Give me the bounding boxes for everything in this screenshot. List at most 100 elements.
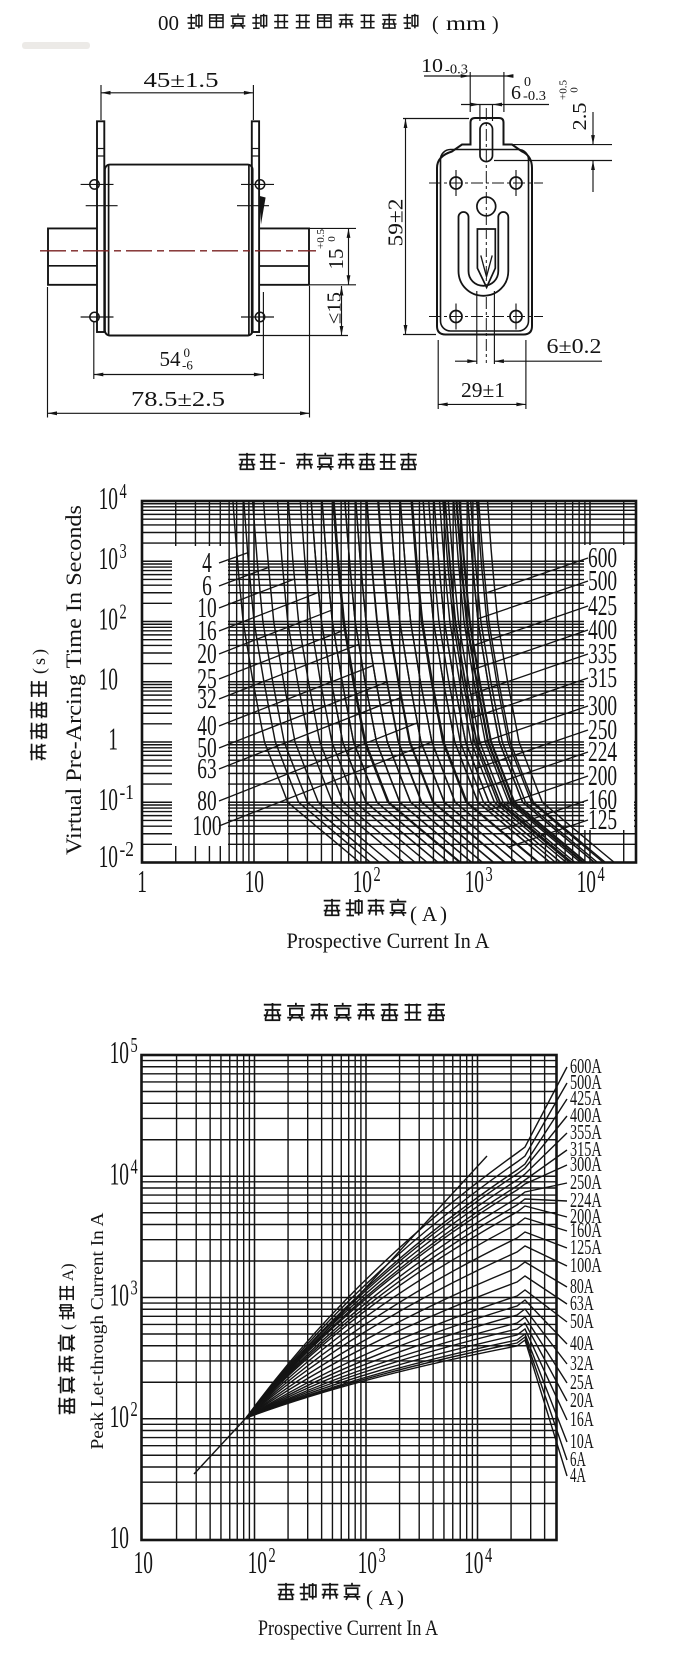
svg-text:A: A <box>60 1269 77 1281</box>
svg-text:2.5: 2.5 <box>569 103 591 131</box>
svg-text:160A: 160A <box>570 1218 602 1242</box>
svg-text:40A: 40A <box>570 1331 594 1355</box>
svg-text:40: 40 <box>197 710 216 742</box>
svg-text:s: s <box>29 658 49 665</box>
svg-text:63A: 63A <box>570 1291 594 1315</box>
svg-text:425A: 425A <box>570 1086 602 1110</box>
svg-text:20A: 20A <box>570 1388 594 1412</box>
svg-text:1: 1 <box>137 863 147 899</box>
svg-text:315: 315 <box>588 662 617 694</box>
svg-text:300: 300 <box>588 690 617 722</box>
svg-text:10: 10 <box>99 480 118 516</box>
svg-text:0: 0 <box>524 75 531 90</box>
svg-text:A: A <box>422 902 438 926</box>
svg-text:(: ( <box>58 1324 77 1330</box>
svg-text:224A: 224A <box>570 1188 602 1212</box>
svg-text:10: 10 <box>245 863 264 899</box>
svg-text:2: 2 <box>131 1397 138 1421</box>
svg-text:25: 25 <box>197 663 216 695</box>
svg-text:10: 10 <box>197 592 216 624</box>
svg-text:32: 32 <box>197 683 216 715</box>
svg-text:6±0.2: 6±0.2 <box>547 334 602 358</box>
svg-text:32A: 32A <box>570 1351 594 1375</box>
svg-text:10: 10 <box>421 55 443 77</box>
svg-text:6: 6 <box>511 82 521 104</box>
svg-text:6A: 6A <box>570 1447 586 1471</box>
svg-text:500: 500 <box>588 565 617 597</box>
svg-text:+0.5: +0.5 <box>315 229 327 249</box>
svg-text:500A: 500A <box>570 1070 602 1094</box>
svg-text:6: 6 <box>202 570 212 602</box>
svg-text:A: A <box>379 1586 395 1610</box>
svg-text:10: 10 <box>464 1544 483 1580</box>
svg-text:250: 250 <box>588 714 617 746</box>
svg-text:Prospective Current In A: Prospective Current In A <box>258 1615 438 1640</box>
svg-text:-0.3: -0.3 <box>445 63 468 78</box>
svg-text:0: 0 <box>326 236 338 242</box>
svg-text:10: 10 <box>358 1544 377 1580</box>
svg-text:10: 10 <box>99 661 118 697</box>
svg-text:3: 3 <box>379 1543 386 1567</box>
svg-text:1: 1 <box>108 721 118 757</box>
svg-text:00: 00 <box>158 11 179 35</box>
svg-text:4: 4 <box>485 1543 493 1567</box>
svg-text:50: 50 <box>197 732 216 764</box>
svg-text:335: 335 <box>588 638 617 670</box>
svg-text:4: 4 <box>131 1154 139 1178</box>
svg-text:10: 10 <box>577 863 596 899</box>
svg-text:Prospective Current In A: Prospective Current In A <box>287 928 490 953</box>
svg-text:-1: -1 <box>120 780 134 804</box>
svg-text:-2: -2 <box>120 837 134 861</box>
svg-text:200: 200 <box>588 760 617 792</box>
svg-text:2: 2 <box>269 1543 276 1567</box>
svg-text:600A: 600A <box>570 1054 602 1078</box>
svg-text:5: 5 <box>131 1033 138 1057</box>
svg-text:-6: -6 <box>182 358 193 373</box>
svg-text:10: 10 <box>99 600 118 636</box>
svg-text:54: 54 <box>160 347 182 371</box>
svg-text:): ) <box>440 902 447 926</box>
svg-text:): ) <box>58 1263 77 1269</box>
svg-text:3: 3 <box>131 1276 138 1300</box>
svg-text:(: ( <box>366 1586 373 1610</box>
svg-text:10: 10 <box>110 1398 129 1434</box>
svg-text:425: 425 <box>588 590 617 622</box>
svg-text:3: 3 <box>120 539 127 563</box>
svg-text:78.5±2.5: 78.5±2.5 <box>131 387 225 411</box>
svg-text:2: 2 <box>374 862 381 886</box>
svg-text:4A: 4A <box>570 1463 586 1487</box>
svg-text:125A: 125A <box>570 1235 602 1259</box>
svg-text:300A: 300A <box>570 1152 602 1176</box>
svg-text:400: 400 <box>588 614 617 646</box>
svg-text:4: 4 <box>598 862 606 886</box>
svg-text:3: 3 <box>486 862 493 886</box>
svg-text:16: 16 <box>197 615 216 647</box>
svg-text:10: 10 <box>353 863 372 899</box>
svg-text:10: 10 <box>110 1519 129 1555</box>
svg-text:10A: 10A <box>570 1429 594 1453</box>
svg-text:0: 0 <box>569 87 581 93</box>
svg-text:355A: 355A <box>570 1120 602 1144</box>
svg-text:10: 10 <box>99 540 118 576</box>
svg-text:Peak Let-through Current In A: Peak Let-through Current In A <box>87 1213 107 1450</box>
svg-text:29±1: 29±1 <box>461 378 505 402</box>
svg-text:4: 4 <box>202 547 212 579</box>
svg-text:80A: 80A <box>570 1274 594 1298</box>
svg-text:25A: 25A <box>570 1370 594 1394</box>
svg-text:224: 224 <box>588 736 617 768</box>
svg-text:59±2: 59±2 <box>384 199 408 247</box>
svg-text:10: 10 <box>99 781 118 817</box>
svg-text:200A: 200A <box>570 1204 602 1228</box>
svg-text:80: 80 <box>197 785 216 817</box>
svg-text:+0.5: +0.5 <box>558 80 570 100</box>
svg-text:-0.3: -0.3 <box>523 89 546 104</box>
svg-text:≤15: ≤15 <box>324 292 346 324</box>
svg-text:): ) <box>492 13 499 35</box>
svg-text:50A: 50A <box>570 1309 594 1333</box>
svg-text:10: 10 <box>248 1544 267 1580</box>
svg-text:-: - <box>279 451 286 473</box>
svg-text:(: ( <box>410 902 417 926</box>
svg-text:(: ( <box>29 668 50 674</box>
svg-text:2: 2 <box>120 599 127 623</box>
svg-text:10: 10 <box>99 838 118 874</box>
